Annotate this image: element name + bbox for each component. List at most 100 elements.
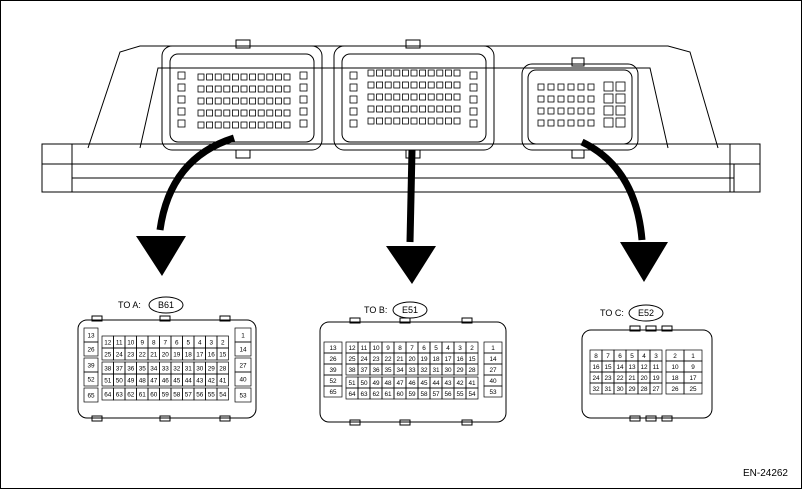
pin-number: 20 — [640, 375, 648, 382]
socket-hole — [376, 105, 384, 113]
socket-hole — [615, 105, 626, 116]
socket-hole — [266, 109, 274, 117]
pin-number: 46 — [408, 380, 416, 387]
socket-hole — [266, 97, 274, 105]
socket-hole — [537, 83, 545, 91]
socket-hole — [547, 83, 555, 91]
socket-hole — [249, 97, 257, 105]
latch-tab — [219, 315, 231, 322]
socket-hole — [547, 95, 555, 103]
pin-number: 18 — [185, 351, 193, 358]
pin-number: 39 — [329, 367, 337, 374]
pin-number: 13 — [628, 364, 636, 371]
pin-cell — [234, 341, 252, 357]
pin-number: 53 — [239, 392, 247, 399]
pin-number: 15 — [468, 356, 476, 363]
socket-hole — [393, 69, 401, 77]
socket-hole — [469, 83, 478, 92]
pin-number: 9 — [386, 345, 390, 352]
socket-hole — [214, 97, 222, 105]
connector-a-code-oval — [148, 296, 184, 314]
socket-hole — [469, 95, 478, 104]
pin-cell — [234, 371, 252, 387]
pin-number: 57 — [432, 391, 440, 398]
socket-hole — [177, 107, 186, 116]
pin-number: 11 — [361, 345, 368, 352]
connector-c-code: E52 — [638, 308, 654, 318]
pin-number: 22 — [384, 356, 392, 363]
socket-hole — [603, 117, 614, 128]
socket-hole — [349, 119, 358, 128]
connector-a-housing — [77, 319, 257, 419]
pin-cell — [323, 385, 343, 398]
pin-number: 26 — [329, 356, 337, 363]
pin-number: 65 — [87, 392, 95, 399]
pin-number: 9 — [691, 364, 695, 371]
latch-tab — [349, 317, 361, 324]
socket-hole — [603, 93, 614, 104]
pin-number: 22 — [139, 351, 147, 358]
pin-number: 52 — [329, 378, 337, 385]
pin-number: 24 — [360, 356, 368, 363]
socket-hole — [587, 95, 595, 103]
socket-hole — [410, 69, 418, 77]
pin-number: 18 — [432, 356, 440, 363]
socket-hole — [197, 121, 205, 129]
latch-tab — [645, 325, 657, 332]
pin-number: 10 — [372, 345, 380, 352]
socket-hole — [453, 93, 461, 101]
pin-number: 4 — [642, 353, 646, 360]
ecm-socket-b — [333, 39, 495, 159]
latch-tab — [159, 315, 171, 322]
ecm-unit — [41, 45, 761, 193]
pin-number: 5 — [186, 339, 190, 346]
pin-number: 53 — [489, 389, 497, 396]
socket-hole — [299, 119, 308, 128]
socket-hole — [419, 93, 427, 101]
latch-tab — [461, 317, 473, 324]
socket-hole — [283, 121, 291, 129]
pin-number: 1 — [241, 332, 245, 339]
pin-number: 46 — [162, 377, 170, 384]
pin-number: 63 — [116, 391, 124, 398]
socket-hole — [177, 83, 186, 92]
socket-hole — [257, 97, 265, 105]
socket-hole — [587, 107, 595, 115]
latch-tab — [91, 315, 103, 322]
socket-hole — [537, 107, 545, 115]
pin-number: 14 — [616, 364, 624, 371]
pin-number: 13 — [329, 345, 337, 352]
pin-number: 30 — [616, 386, 624, 393]
socket-hole — [427, 81, 435, 89]
socket-hole — [367, 93, 375, 101]
socket-hole — [274, 73, 282, 81]
socket-hole — [266, 85, 274, 93]
socket-hole — [436, 117, 444, 125]
pin-number: 36 — [372, 367, 380, 374]
pin-number: 56 — [444, 391, 452, 398]
ecm-socket-a — [161, 39, 323, 159]
socket-hole — [436, 93, 444, 101]
socket-hole — [557, 107, 565, 115]
pin-number: 33 — [408, 367, 416, 374]
socket-hole — [231, 73, 239, 81]
socket-hole — [231, 97, 239, 105]
socket-hole — [401, 117, 409, 125]
pin-number: 11 — [653, 364, 660, 371]
pin-number: 59 — [162, 391, 170, 398]
socket-hole — [283, 85, 291, 93]
pin-number: 21 — [628, 375, 636, 382]
socket-hole — [469, 71, 478, 80]
connector-c-tabs — [629, 325, 673, 422]
pin-number: 54 — [468, 391, 476, 398]
socket-hole — [537, 95, 545, 103]
pin-number: 22 — [616, 375, 624, 382]
socket-hole — [214, 73, 222, 81]
socket-hole — [557, 95, 565, 103]
connector-c-housing — [581, 329, 713, 419]
socket-hole — [547, 107, 555, 115]
socket-hole — [436, 81, 444, 89]
socket-hole — [349, 95, 358, 104]
pin-number: 30 — [196, 365, 204, 372]
